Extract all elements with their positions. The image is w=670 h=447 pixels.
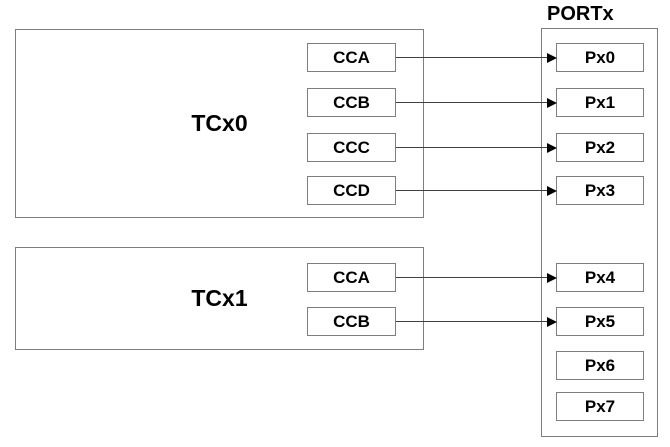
tcx0-channel-ccd-box: CCD <box>307 176 396 205</box>
pin-box-px7: Px7 <box>556 392 644 421</box>
arrowhead-icon <box>547 52 557 63</box>
tcx1-label: TCx1 <box>191 285 248 311</box>
portx-title: PORTx <box>547 2 614 25</box>
pin-box-px4: Px4 <box>556 263 644 292</box>
pin-box-px1: Px1 <box>556 88 644 117</box>
tcx0-label: TCx0 <box>191 110 248 136</box>
arrowhead-icon <box>547 185 557 196</box>
arrow-line <box>396 147 548 148</box>
arrow-tcx1-ccb-to-px5 <box>396 316 557 327</box>
pin-box-px0: Px0 <box>556 43 644 72</box>
arrow-line <box>396 102 548 103</box>
arrow-line <box>396 277 548 278</box>
arrow-line <box>396 190 548 191</box>
arrowhead-icon <box>547 97 557 108</box>
arrowhead-icon <box>547 316 557 327</box>
arrow-tcx1-cca-to-px4 <box>396 272 557 283</box>
tcx0-channel-ccc-box: CCC <box>307 133 396 162</box>
arrowhead-icon <box>547 142 557 153</box>
arrow-tcx0-ccb-to-px1 <box>396 97 557 108</box>
arrowhead-icon <box>547 272 557 283</box>
pin-box-px6: Px6 <box>556 351 644 380</box>
tcx1-channel-ccb-box: CCB <box>307 307 396 336</box>
arrow-line <box>396 321 548 322</box>
tcx0-channel-ccb-box: CCB <box>307 88 396 117</box>
pin-box-px5: Px5 <box>556 307 644 336</box>
pin-box-px3: Px3 <box>556 176 644 205</box>
tcx0-channel-cca-box: CCA <box>307 43 396 72</box>
tcx1-channel-cca-box: CCA <box>307 263 396 292</box>
arrow-line <box>396 57 548 58</box>
arrow-tcx0-cca-to-px0 <box>396 52 557 63</box>
arrow-tcx0-ccc-to-px2 <box>396 142 557 153</box>
pin-box-px2: Px2 <box>556 133 644 162</box>
arrow-tcx0-ccd-to-px3 <box>396 185 557 196</box>
